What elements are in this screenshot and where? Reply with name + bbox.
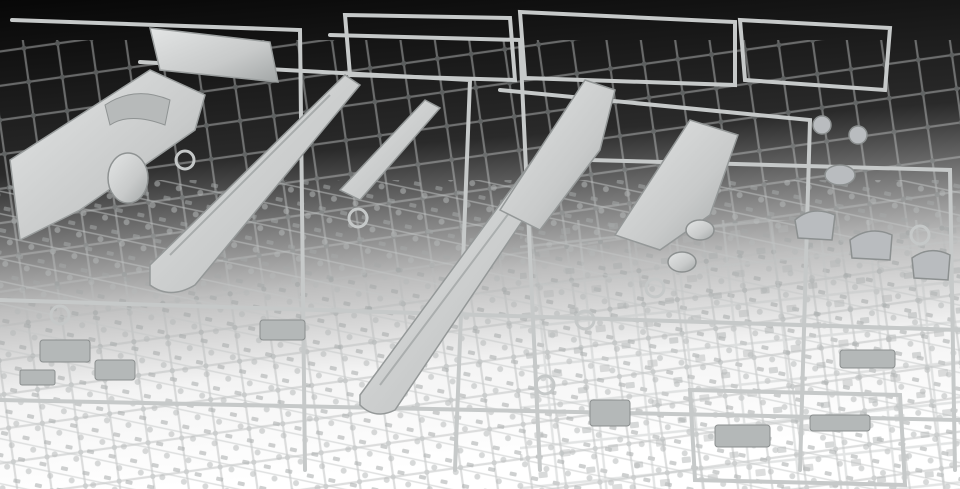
landing-wheels <box>667 219 715 273</box>
fuselage-half-1 <box>149 74 362 294</box>
wing-panel-right <box>613 119 739 251</box>
nose-cone <box>107 152 149 204</box>
wing-panel-left <box>9 27 279 242</box>
wing-panel-center <box>498 79 616 231</box>
canopy-parts <box>794 115 951 281</box>
ring-gates <box>49 149 931 396</box>
engine-parts <box>19 319 896 448</box>
fuselage-half-2 <box>338 99 442 201</box>
